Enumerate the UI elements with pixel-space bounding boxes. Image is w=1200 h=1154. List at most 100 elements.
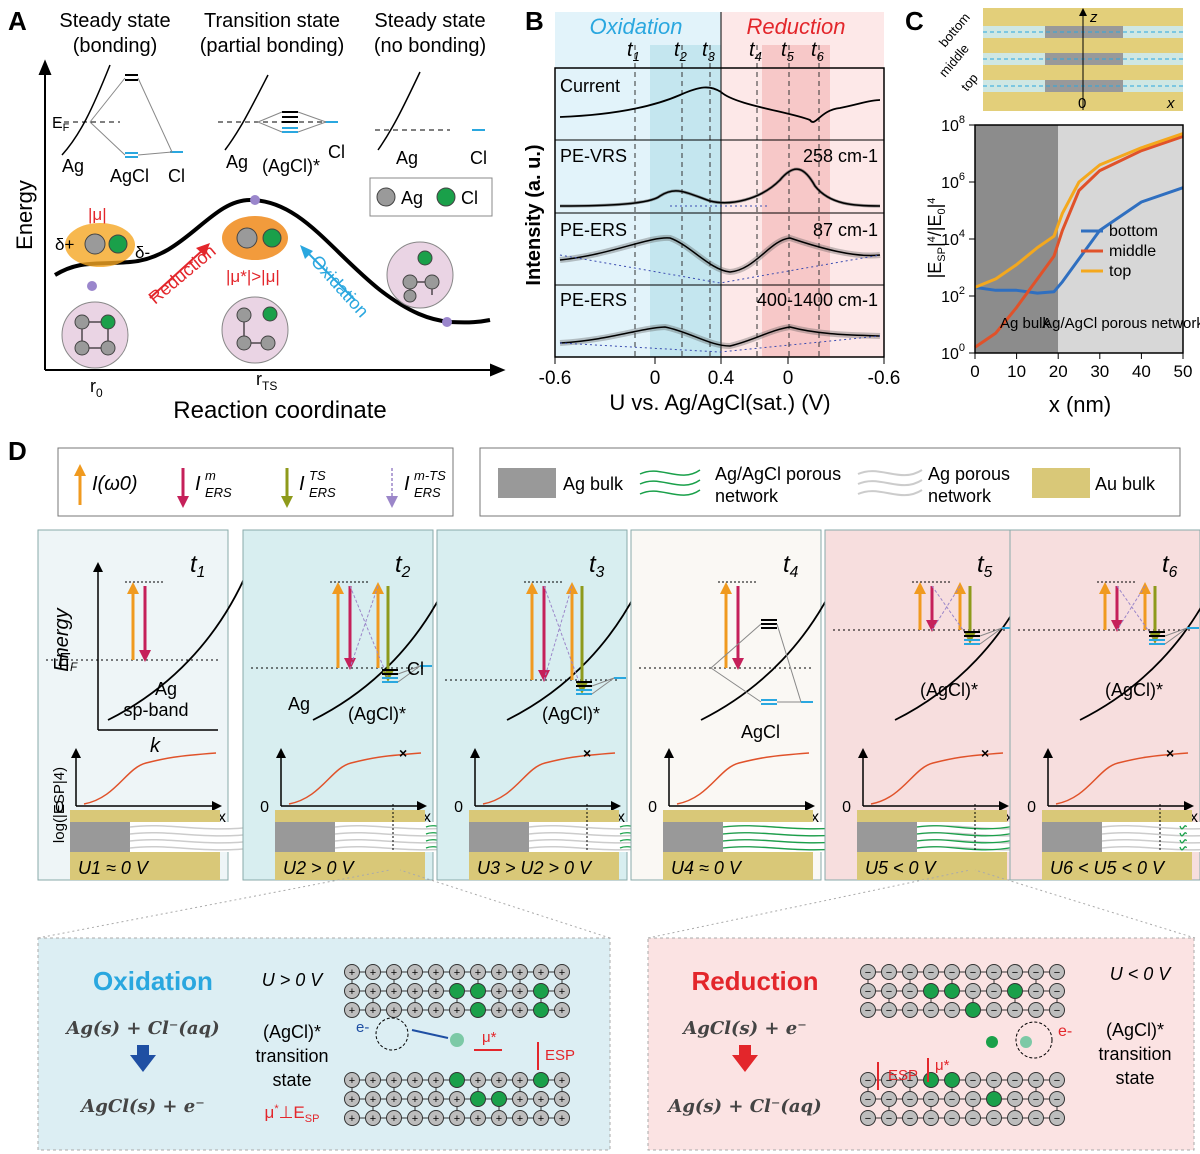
ag-atom — [365, 1110, 381, 1126]
field-curve — [288, 752, 422, 805]
time-label-t5: t5 — [781, 39, 795, 64]
atom-charge: + — [517, 1094, 523, 1106]
atom-charge: − — [928, 967, 934, 979]
legend-ag-porous-2: network — [928, 486, 992, 506]
state-label-2: (AgCl)* — [542, 704, 600, 724]
ag-atom — [881, 983, 897, 999]
ag-atom — [386, 1072, 402, 1088]
atom-charge: + — [391, 1005, 397, 1017]
atom-charge: − — [991, 1005, 997, 1017]
orbital-line — [979, 627, 1003, 637]
ag-atom — [1007, 1072, 1023, 1088]
ag-atom — [1049, 964, 1065, 980]
panel-d-letter: D — [8, 436, 27, 466]
trace-pevrs-line — [559, 168, 881, 207]
atom-charge: − — [949, 1005, 955, 1017]
ag-atom — [902, 964, 918, 980]
atom-charge: + — [517, 1113, 523, 1125]
ag-atom — [923, 1091, 939, 1107]
ag-atom — [1007, 964, 1023, 980]
ag-atom — [344, 1110, 360, 1126]
x-label-d: x — [811, 809, 819, 826]
ag-atom — [365, 1091, 381, 1107]
atom-charge: + — [496, 1005, 502, 1017]
atom-charge: − — [907, 986, 913, 998]
trace-name-current: Current — [560, 76, 620, 96]
ag-atom — [1049, 1091, 1065, 1107]
incident-arrowhead-2 — [372, 582, 384, 594]
atom-charge: + — [433, 967, 439, 979]
agcl-network-fiber — [1179, 846, 1188, 851]
cl-atom — [491, 1091, 507, 1107]
ag-atom — [449, 1002, 465, 1018]
b-xtick-label: 0.4 — [708, 368, 735, 389]
c-ytick-label: 104 — [941, 228, 965, 249]
ag-bulk-strip — [469, 822, 529, 852]
r0-tick: r0 — [90, 376, 103, 400]
ag-atom — [554, 1002, 570, 1018]
atom-charge: + — [370, 1094, 376, 1106]
oxidation-arrow — [304, 249, 356, 301]
au-bulk-bottom — [1042, 852, 1192, 880]
atom-charge: + — [454, 1005, 460, 1017]
state-panel-t6: t6(AgCl)*0x×U6 < U5 < 0 V — [1009, 529, 1200, 881]
au-bulk-top — [469, 810, 619, 822]
product-marker — [442, 317, 452, 327]
ag-atom — [512, 1110, 528, 1126]
atom-charge: − — [970, 1075, 976, 1087]
field-curve — [482, 752, 616, 805]
reduction-box — [647, 937, 1195, 1151]
ag-atom — [407, 1072, 423, 1088]
atom-charge: − — [907, 1113, 913, 1125]
ag-atom — [533, 1091, 549, 1107]
atom-charge: + — [454, 967, 460, 979]
atom-charge: − — [949, 1113, 955, 1125]
arrow-legend-box — [57, 447, 454, 517]
state-time-label: t5 — [977, 551, 993, 581]
steady2-title: Steady state — [374, 10, 485, 32]
atom-charge: − — [865, 1075, 871, 1087]
lattice-ts-atoms — [236, 306, 278, 351]
ag-atom — [554, 1110, 570, 1126]
atom-charge: − — [949, 967, 955, 979]
series-top — [974, 132, 1184, 289]
oxidation-ts2: transition — [255, 1046, 328, 1066]
atom-charge: + — [433, 1005, 439, 1017]
m-ts-arrow-b — [931, 585, 961, 631]
panel-b-letter: B — [525, 6, 544, 36]
x-label-d: x — [1005, 809, 1013, 826]
atom-charge: + — [412, 1075, 418, 1087]
au-bulk-bottom — [70, 852, 220, 880]
reduction-ts1: (AgCl)* — [1106, 1020, 1164, 1040]
steady2-sub: (no bonding) — [374, 35, 486, 57]
ag-atom-left — [84, 233, 106, 255]
panel-b-xlabel: U vs. Ag/AgCl(sat.) (V) — [609, 390, 830, 415]
ag-atom — [881, 964, 897, 980]
ag-atom — [512, 1091, 528, 1107]
series-middle — [974, 134, 1184, 349]
orbital-line — [591, 677, 615, 687]
ag-atom — [986, 1072, 1002, 1088]
x-label-d: x — [423, 809, 431, 826]
ag-atom — [944, 1091, 960, 1107]
legend-arrowhead-1 — [177, 496, 189, 508]
ag-network-fiber — [1101, 838, 1200, 844]
atom-charge: − — [970, 1094, 976, 1106]
oxidation-ts3: state — [272, 1070, 311, 1090]
atom-charge: − — [865, 1113, 871, 1125]
ag-atom — [470, 1072, 486, 1088]
ag-atom — [1049, 1002, 1065, 1018]
cl-atom — [470, 1002, 486, 1018]
ag-atom — [428, 983, 444, 999]
layer-bottom: bottom — [936, 10, 973, 50]
panel-a-letter: A — [8, 6, 27, 36]
orbital-line — [397, 665, 421, 683]
ag-atom — [470, 1110, 486, 1126]
atom-charge: − — [1012, 967, 1018, 979]
cl-ion — [1020, 1036, 1032, 1048]
lattice-right-atoms — [402, 250, 440, 303]
legend-ag-bulk: Ag bulk — [563, 474, 624, 494]
orbital-line — [710, 667, 762, 703]
atom-charge: + — [496, 986, 502, 998]
